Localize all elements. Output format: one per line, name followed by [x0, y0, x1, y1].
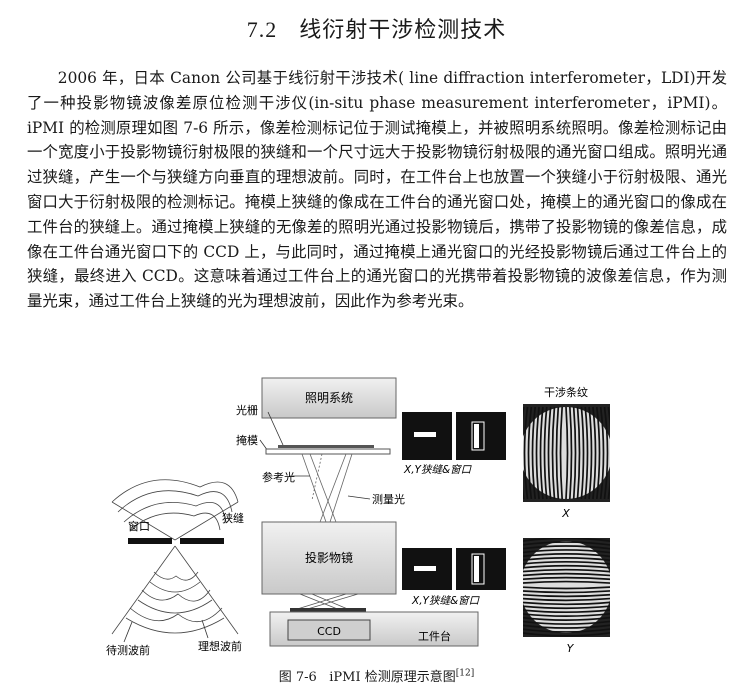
body-text: 2006 年，日本 Canon 公司基于线衍射干涉技术( line diffra… — [27, 66, 727, 314]
ideal-wavefront-label: 理想波前 — [198, 639, 242, 653]
ccd-block — [287, 619, 371, 641]
fringe-x-pattern — [523, 406, 610, 500]
mask-label: 掩模 — [236, 433, 258, 447]
slit-plate — [180, 538, 224, 544]
section-heading: 7.2 线衍射干涉检测技术 — [0, 12, 753, 44]
stage-label: 工件台 — [418, 629, 451, 643]
grating-label: 光栅 — [236, 403, 258, 417]
measurement-light-leader — [347, 495, 371, 500]
window-label: 窗口 — [128, 519, 150, 533]
xy-slit-window-top-label: X,Y狭缝&窗口 — [403, 464, 473, 476]
slit-window-insets-bottom — [402, 548, 506, 590]
wavefront-under-test-label: 待测波前 — [106, 643, 150, 657]
mask-plate — [265, 448, 391, 455]
section-number: 7.2 — [246, 17, 278, 42]
caption-label: 图 7-6 — [278, 670, 317, 685]
measurement-light-label: 测量光 — [372, 492, 405, 506]
wavefront-under-test-leader — [123, 621, 133, 643]
grating — [278, 445, 374, 448]
xy-slit-window-bottom-label: X,Y狭缝&窗口 — [411, 595, 481, 607]
light-rays — [301, 453, 353, 523]
ipmi-figure: 照明系统 光栅 掩模 参考光 测量光 投影物镜 CCD 工件台 X,Y狭缝&窗口 — [106, 377, 610, 657]
ideal-wavefront-leader — [201, 619, 209, 639]
figure-caption: 图 7-6 iPMI 检测原理示意图[12] — [0, 666, 753, 685]
fringe-y-pattern — [523, 538, 610, 637]
section-title: 线衍射干涉检测技术 — [299, 18, 507, 43]
fringe-x-label: X — [561, 507, 570, 520]
reference-light-label: 参考光 — [262, 470, 295, 484]
illumination-box — [261, 377, 397, 419]
fringe-y-label: Y — [567, 642, 575, 655]
ccd-label: CCD — [317, 625, 341, 638]
lower-rays — [293, 593, 359, 611]
projection-lens-label: 投影物镜 — [305, 550, 353, 565]
slit-window-insets-top — [402, 412, 506, 460]
paragraph: 2006 年，日本 Canon 公司基于线衍射干涉技术( line diffra… — [27, 69, 727, 311]
caption-text: iPMI 检测原理示意图 — [329, 670, 456, 685]
window-plate — [128, 538, 172, 544]
illumination-label: 照明系统 — [305, 391, 353, 405]
fringes-title: 干涉条纹 — [544, 385, 588, 399]
wavefront-diagram — [111, 479, 239, 635]
slit-label: 狭缝 — [222, 511, 244, 525]
stage-mark — [290, 608, 366, 612]
grating-leader — [267, 411, 284, 446]
caption-ref: [12] — [455, 668, 475, 679]
projection-lens-box — [261, 521, 397, 595]
